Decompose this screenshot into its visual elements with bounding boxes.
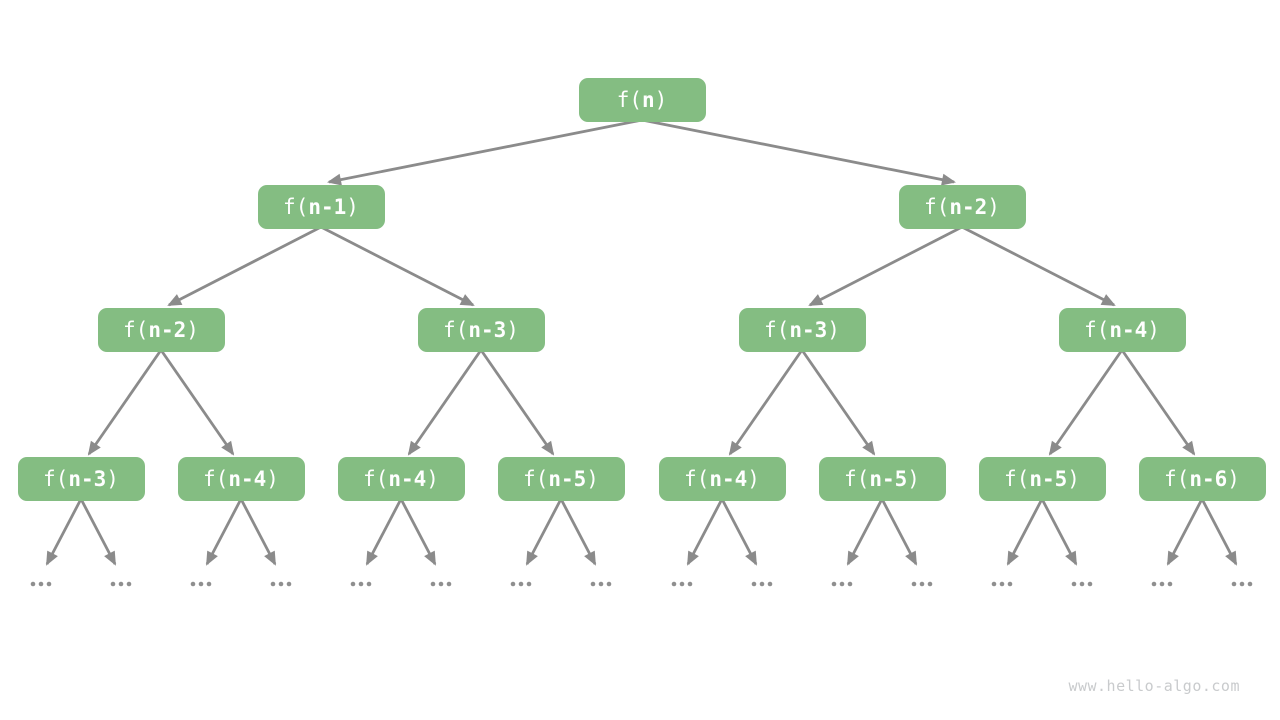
ellipsis-dot	[30, 581, 36, 587]
edge-arrow	[1048, 349, 1124, 456]
ellipsis-dot	[1071, 581, 1077, 587]
edge-arrow	[167, 225, 322, 307]
ellipsis-dot	[278, 581, 284, 587]
ellipsis-dot	[286, 581, 292, 587]
ellipsis-leaf	[590, 581, 612, 587]
edge-arrow	[87, 349, 163, 456]
ellipsis-dot	[606, 581, 612, 587]
ellipsis-leaf	[270, 581, 292, 587]
edge-arrow	[641, 118, 956, 186]
ellipsis-dot	[991, 581, 997, 587]
edge-arrow	[559, 498, 597, 566]
edge-arrow	[239, 498, 277, 566]
ellipsis-dot	[126, 581, 132, 587]
ellipsis-leaf	[110, 581, 132, 587]
ellipsis-dot	[1159, 581, 1165, 587]
ellipsis-dot	[430, 581, 436, 587]
ellipsis-dot	[118, 581, 124, 587]
ellipsis-dot	[911, 581, 917, 587]
edge-arrow	[1166, 498, 1204, 566]
ellipsis-dot	[590, 581, 596, 587]
edge-arrow	[961, 225, 1116, 307]
ellipsis-leaf	[671, 581, 693, 587]
ellipsis-dot	[510, 581, 516, 587]
ellipsis-dot	[839, 581, 845, 587]
ellipsis-dot	[1079, 581, 1085, 587]
ellipsis-dot	[366, 581, 372, 587]
edge-arrow	[800, 349, 876, 456]
ellipsis-dot	[518, 581, 524, 587]
ellipsis-dot	[438, 581, 444, 587]
edge-arrow	[720, 498, 758, 566]
edge-arrow	[1200, 498, 1238, 566]
ellipsis-leaf	[991, 581, 1013, 587]
ellipsis-dot	[446, 581, 452, 587]
ellipsis-dot	[847, 581, 853, 587]
watermark: www.hello-algo.com	[1068, 677, 1240, 695]
ellipsis-dot	[1231, 581, 1237, 587]
ellipsis-dot	[831, 581, 837, 587]
ellipsis-leaf	[911, 581, 933, 587]
edge-arrow	[525, 498, 563, 566]
ellipsis-dot	[919, 581, 925, 587]
edge-arrow	[320, 225, 475, 307]
ellipsis-dot	[1167, 581, 1173, 587]
ellipsis-dot	[206, 581, 212, 587]
edge-arrow	[880, 498, 918, 566]
ellipsis-dot	[1087, 581, 1093, 587]
ellipsis-leaf	[190, 581, 212, 587]
ellipsis-dot	[767, 581, 773, 587]
ellipsis-dot	[751, 581, 757, 587]
ellipsis-dot	[190, 581, 196, 587]
ellipsis-dot	[198, 581, 204, 587]
ellipsis-dot	[671, 581, 677, 587]
ellipsis-dot	[110, 581, 116, 587]
edge-arrow	[159, 349, 235, 456]
edge-arrow	[728, 349, 804, 456]
edge-arrow	[1040, 498, 1078, 566]
ellipsis-leaf	[430, 581, 452, 587]
ellipsis-dot	[679, 581, 685, 587]
ellipsis-leaf	[350, 581, 372, 587]
edge-arrow	[205, 498, 243, 566]
ellipsis-leaf	[1151, 581, 1173, 587]
edge-arrow	[686, 498, 724, 566]
ellipsis-dot	[927, 581, 933, 587]
edge-arrow	[399, 498, 437, 566]
edge-arrow	[479, 349, 555, 456]
edge-arrow	[79, 498, 117, 566]
ellipsis-dot	[526, 581, 532, 587]
ellipsis-dot	[358, 581, 364, 587]
ellipsis-dot	[46, 581, 52, 587]
edge-arrow	[846, 498, 884, 566]
ellipsis-dot	[1247, 581, 1253, 587]
ellipsis-dot	[598, 581, 604, 587]
ellipsis-dot	[1007, 581, 1013, 587]
edge-arrow	[808, 225, 963, 307]
ellipsis-dot	[1151, 581, 1157, 587]
edge-arrow	[365, 498, 403, 566]
ellipsis-leaf	[30, 581, 52, 587]
ellipsis-leaf	[510, 581, 532, 587]
ellipsis-leaf	[831, 581, 853, 587]
edge-arrow	[45, 498, 83, 566]
edge-arrow	[1006, 498, 1044, 566]
edge-arrow	[1120, 349, 1196, 456]
ellipsis-dot	[38, 581, 44, 587]
ellipsis-leaf	[1071, 581, 1093, 587]
edge-arrow	[327, 118, 643, 186]
ellipsis-dot	[1239, 581, 1245, 587]
ellipsis-dot	[687, 581, 693, 587]
ellipsis-dot	[270, 581, 276, 587]
ellipsis-dot	[999, 581, 1005, 587]
ellipsis-leaf	[751, 581, 773, 587]
ellipsis-dot	[350, 581, 356, 587]
ellipsis-dot	[759, 581, 765, 587]
edge-arrow	[407, 349, 483, 456]
ellipsis-leaf	[1231, 581, 1253, 587]
